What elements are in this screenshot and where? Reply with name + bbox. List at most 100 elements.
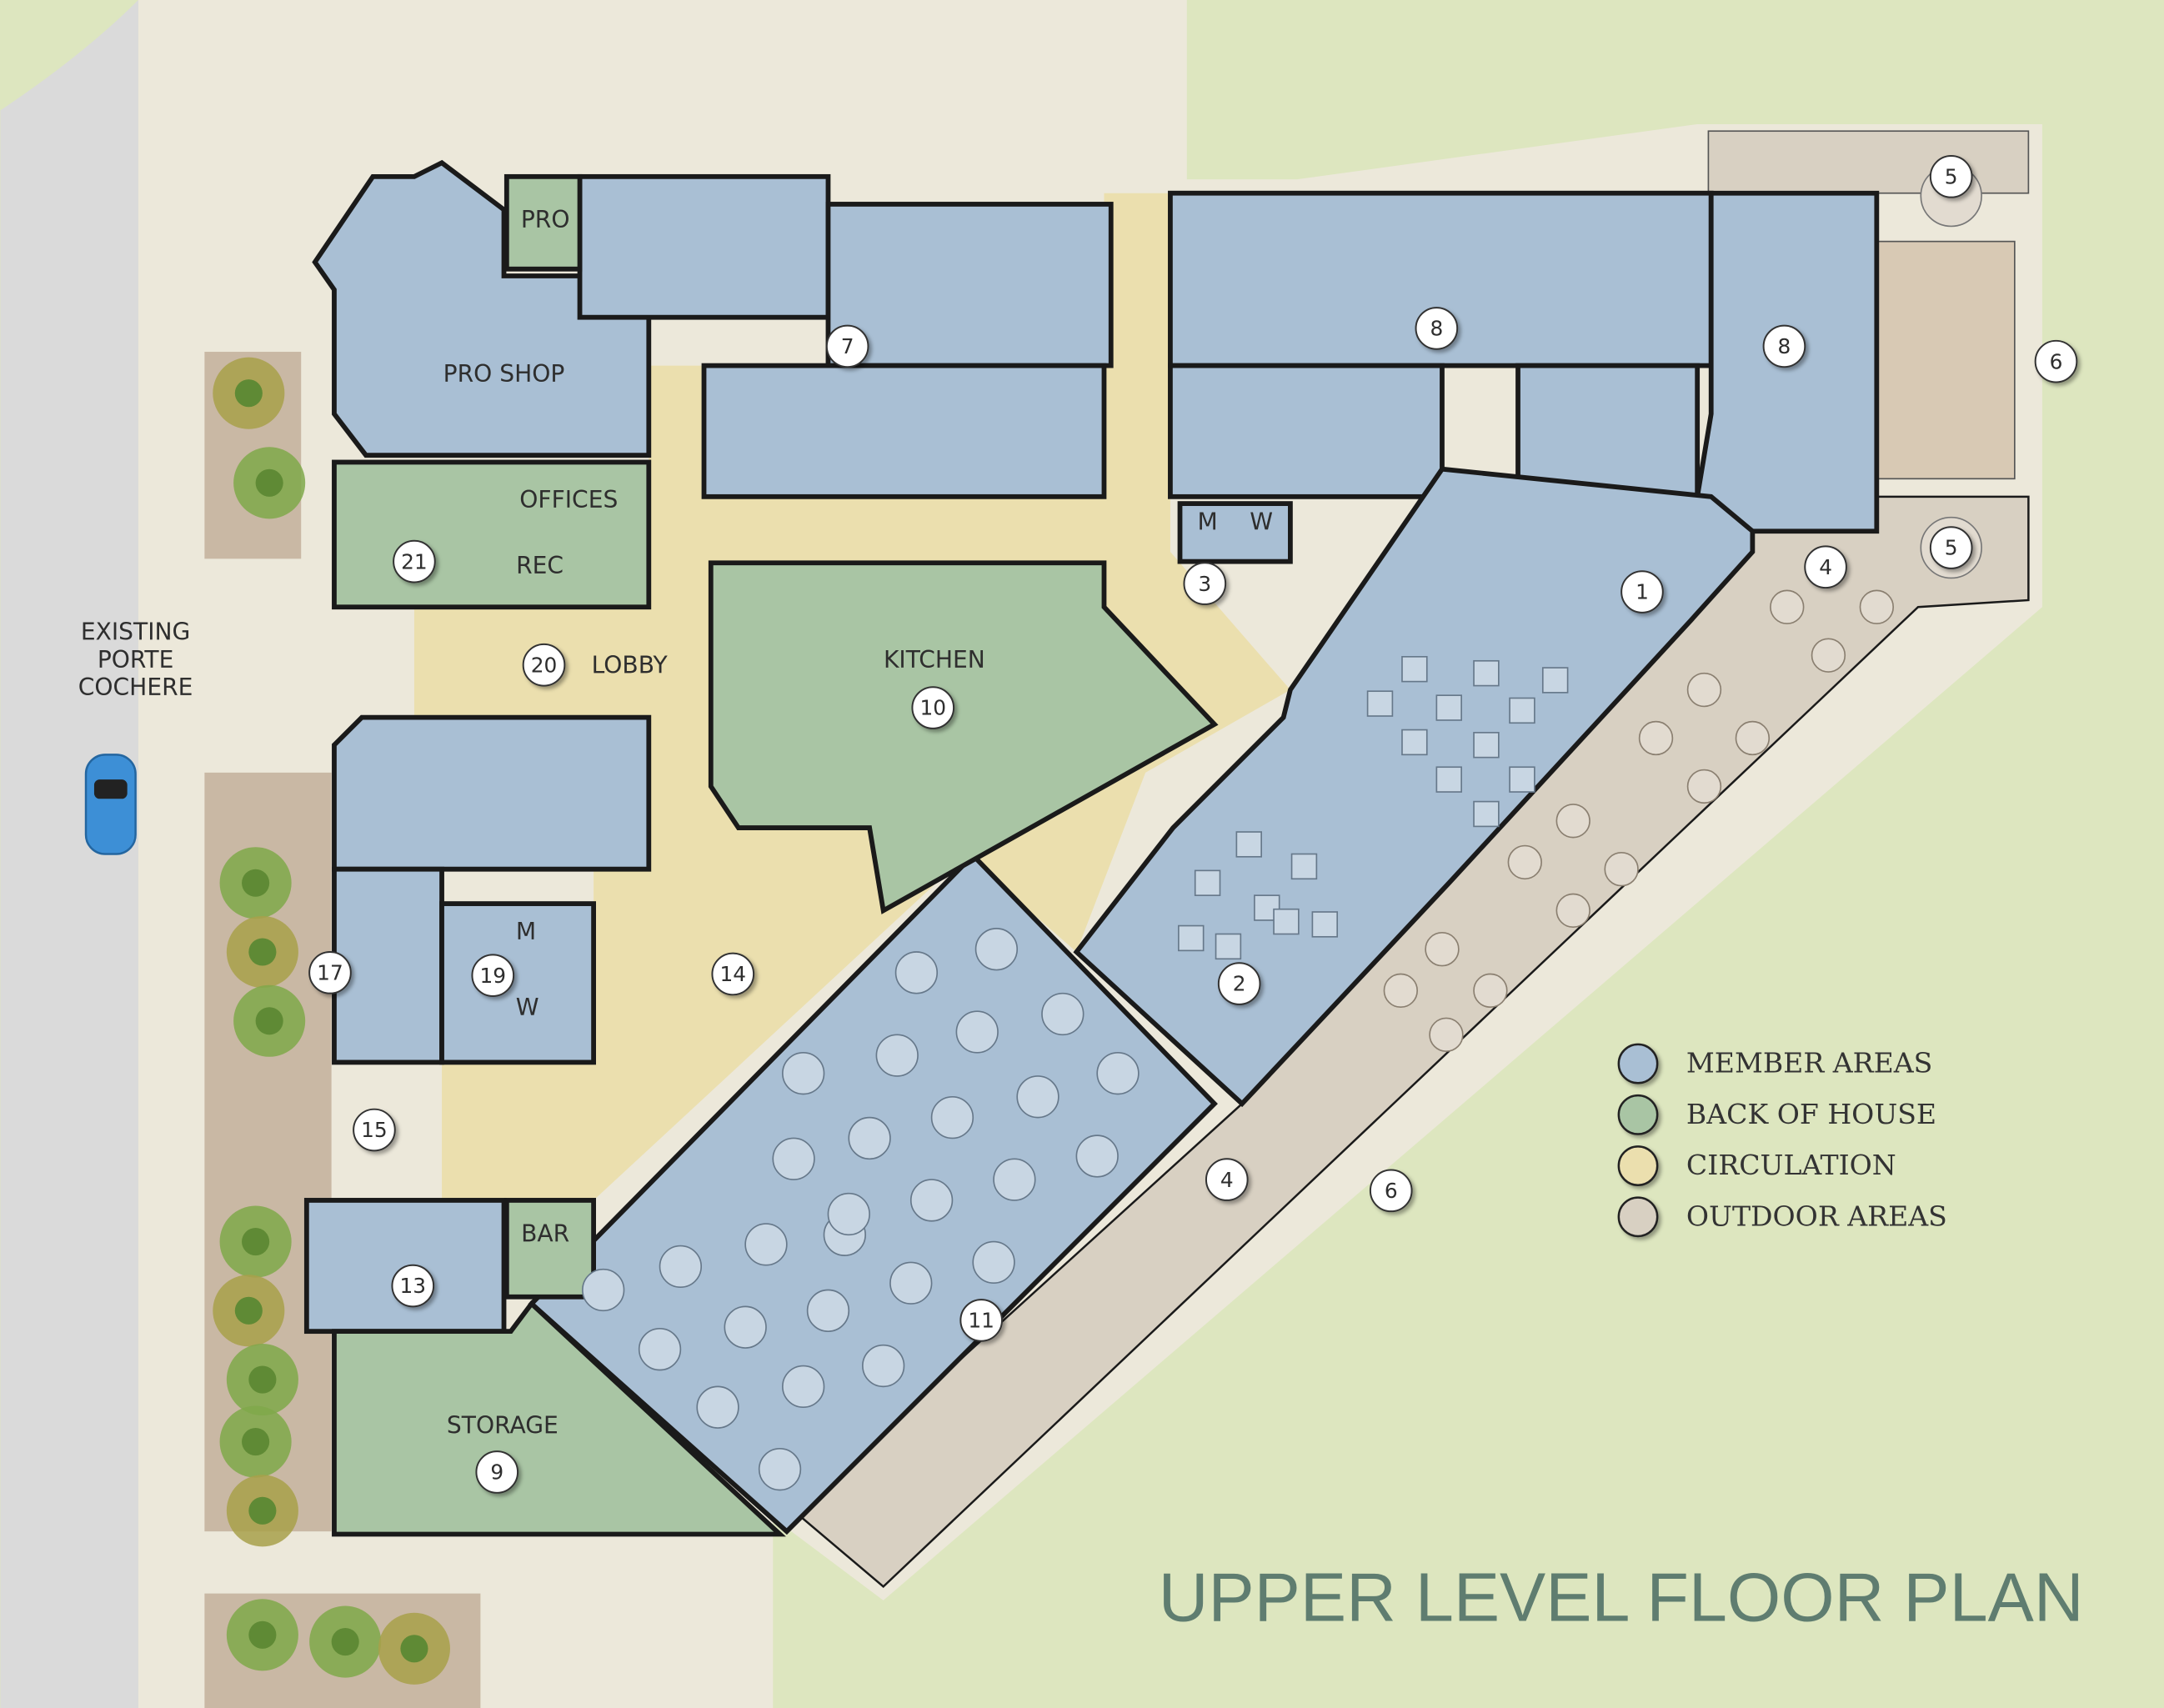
dining-table (1235, 831, 1262, 858)
dining-table (1401, 729, 1428, 756)
restrooms-7[interactable] (701, 363, 1107, 499)
round-table (974, 928, 1019, 971)
palm-tree-center (255, 468, 283, 497)
key-circle (353, 1108, 396, 1152)
restrooms-3[interactable] (1177, 501, 1293, 564)
legend-swatch-outdoor (1617, 1196, 1659, 1238)
offices-label: OFFICES (519, 486, 618, 513)
porte-cochere-label-1: EXISTING (81, 619, 191, 646)
dining-table (1473, 659, 1500, 687)
member-areas (303, 159, 1880, 1535)
restrooms-19[interactable] (439, 901, 596, 1065)
key-circle (1929, 526, 1973, 569)
key-circle (825, 324, 869, 368)
round-table (848, 1116, 891, 1160)
legend-label-outdoor: OUTDOOR AREAS (1686, 1200, 1947, 1232)
mens-room-label: M (516, 918, 536, 945)
key-number: 4 (1819, 555, 1832, 579)
key-number: 15 (361, 1118, 388, 1142)
room-key-14: 14 (711, 952, 755, 996)
car-icon (84, 754, 137, 855)
locker-room-8b[interactable] (1515, 363, 1701, 499)
patio-table (1735, 720, 1771, 756)
palm-tree-center (248, 1365, 277, 1394)
round-table (894, 951, 939, 994)
round-table (955, 1010, 999, 1054)
lounge-room[interactable] (577, 173, 831, 320)
storage-label: STORAGE (447, 1411, 559, 1439)
palm-tree-center (242, 1228, 270, 1256)
legend-swatch-circulation (1617, 1145, 1659, 1186)
dining-table (1541, 667, 1569, 694)
porte-cochere-label-3: COCHERE (78, 674, 193, 701)
round-table (724, 1305, 767, 1349)
key-number: 9 (490, 1460, 503, 1485)
room-key-10: 10 (911, 686, 955, 729)
dining-table (1473, 732, 1500, 759)
kitchen-room[interactable] (708, 560, 1219, 914)
palm-trees (213, 357, 450, 1685)
key-circle (391, 1264, 435, 1308)
room-key-8: 8 (1762, 324, 1806, 368)
patio-table (1859, 589, 1895, 624)
patio-table (1555, 804, 1590, 839)
dining-table (1473, 800, 1500, 828)
palm-tree-center (234, 379, 263, 408)
dining-table (1509, 766, 1535, 793)
key-number: 2 (1233, 972, 1246, 996)
dining-table (1254, 894, 1280, 921)
pro-shop-label: PRO SHOP (443, 360, 565, 388)
key-circle (471, 954, 515, 997)
room-key-17: 17 (308, 951, 352, 994)
patio-table (1383, 973, 1419, 1009)
offices-room[interactable] (332, 459, 652, 610)
key-number: 14 (719, 962, 746, 986)
outdoor-terrace-top (1707, 130, 2030, 194)
storage-room[interactable] (332, 1300, 786, 1537)
legend-swatch-back-of-house (1617, 1094, 1659, 1135)
room-key-6: 6 (1369, 1169, 1413, 1213)
board-room[interactable] (332, 714, 652, 872)
round-table (875, 1034, 919, 1077)
key-number: 17 (317, 960, 343, 984)
key-number: 4 (1220, 1168, 1234, 1192)
patio-table (1425, 932, 1460, 967)
ballroom-11[interactable] (528, 852, 1218, 1535)
key-circle (2034, 339, 2078, 383)
pro-room[interactable] (503, 173, 583, 272)
porte-cochere-label-2: PORTE (98, 646, 174, 674)
round-table (909, 1179, 954, 1222)
room-key-13: 13 (391, 1264, 435, 1308)
patio-table (1811, 638, 1846, 673)
womens-room-label: W (1250, 508, 1273, 535)
round-table (638, 1328, 682, 1371)
room-key-11: 11 (959, 1299, 1003, 1342)
key-circle (308, 951, 352, 994)
room-key-8: 8 (1415, 307, 1459, 350)
bar-room[interactable] (503, 1198, 596, 1300)
room-key-1: 1 (1620, 570, 1664, 614)
dining-table (1435, 694, 1462, 721)
palm-tree-center (248, 938, 277, 966)
round-table (972, 1240, 1015, 1285)
patio-table (1770, 589, 1805, 624)
key-number: 3 (1198, 572, 1211, 596)
key-circle (1762, 324, 1806, 368)
key-number: 5 (1945, 536, 1958, 560)
palm-tree-center (248, 1620, 277, 1649)
palm-tree-center (242, 869, 270, 897)
locker-room-7[interactable] (825, 202, 1114, 368)
room-key-7: 7 (825, 324, 869, 368)
restrooms-8[interactable] (1168, 363, 1445, 499)
dining-room-1-2[interactable] (1073, 466, 1756, 1108)
plan-title: UPPER LEVEL FLOOR PLAN (1159, 1559, 2084, 1636)
room-17[interactable] (332, 866, 444, 1065)
round-table (782, 1365, 825, 1409)
key-number: 8 (1430, 317, 1443, 341)
round-table (806, 1289, 850, 1332)
key-number: 13 (399, 1274, 426, 1298)
key-circle (711, 952, 755, 996)
key-number: 6 (2050, 349, 2063, 373)
palm-tree-center (400, 1635, 428, 1663)
